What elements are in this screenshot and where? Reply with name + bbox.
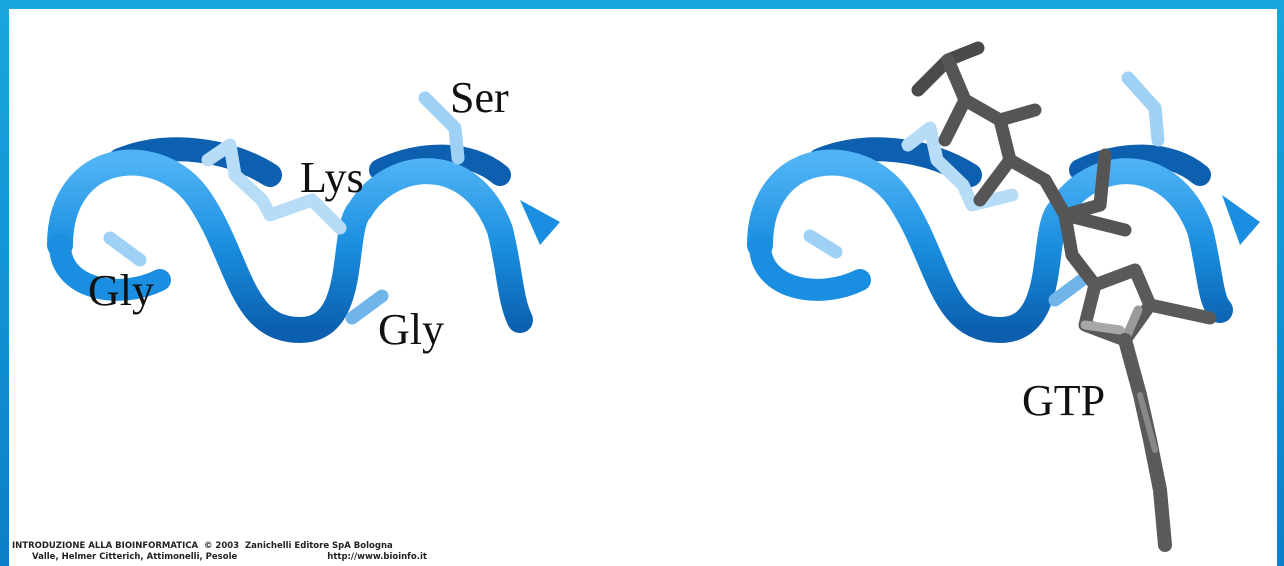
helix-arrow-end xyxy=(520,200,560,245)
gly-side-chain-left xyxy=(810,236,836,252)
footer-authors: Valle, Helmer Citterich, Attimonelli, Pe… xyxy=(32,552,237,562)
footer-url[interactable]: http://www.bioinfo.it xyxy=(327,552,427,562)
footer-copyright: INTRODUZIONE ALLA BIOINFORMATICA © 2003 … xyxy=(12,541,427,552)
label-gly-left: Gly xyxy=(88,266,154,315)
label-ser: Ser xyxy=(450,73,509,122)
ser-side-chain xyxy=(1128,78,1158,140)
label-lys: Lys xyxy=(300,153,364,202)
label-gtp: GTP xyxy=(1022,376,1105,425)
slide-footer: INTRODUZIONE ALLA BIOINFORMATICA © 2003 … xyxy=(12,541,427,563)
gly-side-chain-left xyxy=(110,238,140,260)
label-gly-bottom: Gly xyxy=(378,305,444,354)
helix-ribbon-tail xyxy=(760,245,860,290)
helix-arrow-end xyxy=(1222,195,1260,245)
footer-credits-row: Valle, Helmer Citterich, Attimonelli, Pe… xyxy=(12,552,427,563)
gly-side-chain-bottom xyxy=(1055,280,1082,300)
